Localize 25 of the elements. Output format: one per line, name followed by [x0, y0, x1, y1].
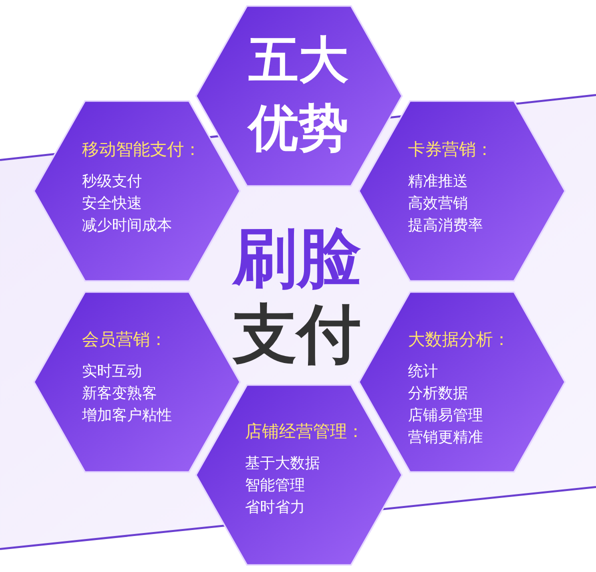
list-item: 智能管理	[245, 475, 305, 496]
list-item: 高效营销	[408, 193, 468, 214]
list-item: 增加客户粘性	[82, 405, 172, 426]
list-item: 新客变熟客	[82, 383, 157, 404]
heading: 移动智能支付：	[82, 139, 201, 162]
list-item: 营销更精准	[408, 427, 483, 448]
heading: 大数据分析：	[408, 329, 510, 352]
list-item: 秒级支付	[82, 171, 142, 192]
list-item: 实时互动	[82, 361, 142, 382]
list-item: 店铺易管理	[408, 405, 483, 426]
list-item: 统计	[408, 361, 438, 382]
list-item: 基于大数据	[245, 453, 320, 474]
heading: 卡券营销：	[408, 139, 493, 162]
heading: 会员营销：	[82, 329, 167, 352]
hexagon	[195, 384, 403, 566]
heading: 店铺经营管理：	[245, 421, 364, 444]
list-item: 精准推送	[408, 171, 468, 192]
heading-text: 五大优势	[246, 30, 350, 159]
hexagon	[358, 291, 566, 473]
list-item: 分析数据	[408, 383, 468, 404]
list-item: 省时省力	[245, 497, 305, 518]
list-item: 安全快速	[82, 193, 142, 214]
title-text: 刷脸支付	[231, 221, 362, 373]
list-item: 提高消费率	[408, 215, 483, 236]
list-item: 减少时间成本	[82, 215, 172, 236]
